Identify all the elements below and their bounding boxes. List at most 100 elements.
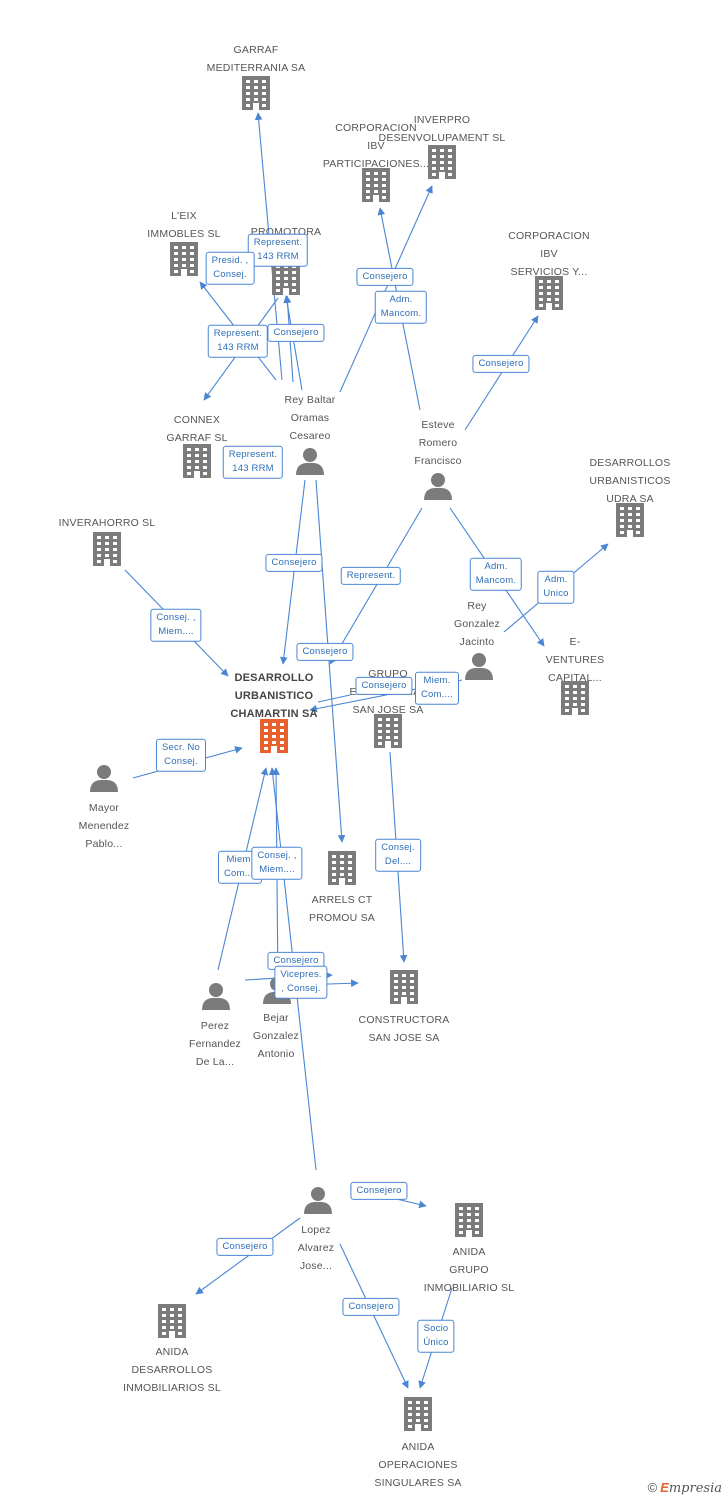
building-icon-corp_ibv_part[interactable] (362, 168, 390, 202)
relation-tag[interactable]: Secr. No Consej. (155, 738, 207, 772)
building-icon-promotora[interactable] (272, 261, 300, 295)
node-label-garraf[interactable]: GARRAF MEDITERRANIA SA (207, 40, 306, 76)
node-label-esteve[interactable]: Esteve Romero Francisco (414, 415, 461, 469)
building-icon-constructora[interactable] (390, 970, 418, 1004)
relation-tag[interactable]: Consejero (342, 1297, 400, 1317)
relation-tag[interactable]: Consej. Del.... (375, 838, 421, 872)
person-icon-rey_gonzalez[interactable] (465, 653, 493, 680)
building-icon-connex[interactable] (183, 444, 211, 478)
brand-name: mpresia (668, 1481, 722, 1496)
relation-tag[interactable]: Presid. , Consej. (205, 251, 255, 285)
brand-initial: E (660, 1480, 669, 1495)
relation-tag[interactable]: Adm. Mancom. (374, 290, 428, 324)
building-icon-arrels[interactable] (328, 851, 356, 885)
relation-tag[interactable]: Consej. , Miem.... (150, 608, 202, 642)
node-label-inverahorro[interactable]: INVERAHORRO SL (59, 513, 156, 531)
node-label-anida_ops[interactable]: ANIDA OPERACIONES SINGULARES SA (374, 1437, 461, 1491)
node-label-corp_ibv_part[interactable]: CORPORACION IBV PARTICIPACIONES... (323, 118, 429, 172)
building-icon-anida_grupo[interactable] (455, 1203, 483, 1237)
node-label-rey_gonzalez[interactable]: Rey Gonzalez Jacinto (454, 596, 500, 650)
person-icon-perez[interactable] (202, 983, 230, 1010)
relation-tag[interactable]: Represent. 143 RRM (222, 445, 284, 479)
node-name: ANIDA DESARROLLOS INMOBILIARIOS SL (123, 1346, 221, 1394)
relation-tag[interactable]: Consejero (296, 642, 354, 662)
node-label-corp_ibv_serv[interactable]: CORPORACION IBV SERVICIOS Y... (508, 226, 590, 280)
building-icon-inverahorro[interactable] (93, 532, 121, 566)
building-icon-inverpro[interactable] (428, 145, 456, 179)
node-name: DESARROLLOS URBANISTICOS UDRA SA (589, 457, 671, 505)
node-name: Lopez Alvarez Jose... (297, 1224, 335, 1272)
person-icon-mayor[interactable] (90, 765, 118, 792)
node-name: CORPORACION IBV PARTICIPACIONES... (322, 122, 430, 170)
relation-edge (339, 1243, 409, 1389)
relation-tag[interactable]: Miem. Com.... (414, 671, 460, 705)
person-icon-rey_baltar[interactable] (296, 448, 324, 475)
relation-tag[interactable]: Consejero (350, 1181, 408, 1201)
relation-tag[interactable]: Consejero (267, 323, 325, 343)
relation-tag[interactable]: Consej. , Miem.... (251, 846, 303, 880)
node-name: INVERAHORRO SL (58, 517, 156, 529)
node-name: L'EIX IMMOBLES SL (147, 210, 221, 240)
node-name: ANIDA GRUPO INMOBILIARIO SL (423, 1246, 515, 1294)
relation-tag[interactable]: Consejero (265, 553, 323, 573)
building-icon-leix[interactable] (170, 242, 198, 276)
relation-tag[interactable]: Adm. Mancom. (469, 557, 523, 591)
relation-edge (317, 694, 351, 703)
relation-tag[interactable]: Vicepres. , Consej. (274, 965, 328, 999)
node-name: CONSTRUCTORA SAN JOSE SA (358, 1014, 450, 1044)
building-icon-eventures[interactable] (561, 681, 589, 715)
relation-tag[interactable]: Represent. (340, 566, 402, 586)
person-icon-esteve[interactable] (424, 473, 452, 500)
node-label-udra[interactable]: DESARROLLOS URBANISTICOS UDRA SA (589, 453, 670, 507)
relation-tag[interactable]: Consejero (472, 354, 530, 374)
relation-tag[interactable]: Adm. Unico (537, 570, 575, 604)
building-icon-grupo_sj[interactable] (374, 714, 402, 748)
node-label-leix[interactable]: L'EIX IMMOBLES SL (147, 206, 220, 242)
node-name: INVERPRO DESENVOLUPAMENT SL (378, 114, 506, 144)
node-label-eventures[interactable]: E- VENTURES CAPITAL... (546, 632, 605, 686)
node-name: GARRAF MEDITERRANIA SA (206, 44, 306, 74)
node-label-lopez[interactable]: Lopez Alvarez Jose... (298, 1220, 334, 1274)
node-name: Rey Gonzalez Jacinto (454, 600, 500, 648)
relation-edge (279, 479, 306, 665)
node-label-constructora[interactable]: CONSTRUCTORA SAN JOSE SA (359, 1010, 450, 1046)
relation-tag[interactable]: Socio Único (417, 1319, 455, 1353)
node-name: ANIDA OPERACIONES SINGULARES SA (374, 1441, 462, 1489)
node-label-anida_des[interactable]: ANIDA DESARROLLOS INMOBILIARIOS SL (123, 1342, 221, 1396)
node-label-focus[interactable]: DESARROLLO URBANISTICO CHAMARTIN SA (230, 668, 317, 722)
node-label-arrels[interactable]: ARRELS CT PROMOU SA (309, 890, 375, 926)
relation-tag[interactable]: Represent. 143 RRM (247, 233, 309, 267)
building-icon-garraf[interactable] (242, 76, 270, 110)
node-label-connex[interactable]: CONNEX GARRAF SL (166, 410, 227, 446)
relation-tag[interactable]: Consejero (216, 1237, 274, 1257)
relation-edge (329, 507, 423, 665)
building-icon-focus[interactable] (260, 719, 288, 753)
relation-edge (283, 295, 303, 391)
node-name: E- VENTURES CAPITAL... (545, 636, 605, 684)
building-icon-udra[interactable] (616, 503, 644, 537)
relation-tag[interactable]: Consejero (355, 676, 413, 696)
node-label-rey_baltar[interactable]: Rey Baltar Oramas Cesareo (284, 390, 335, 444)
node-label-anida_grupo[interactable]: ANIDA GRUPO INMOBILIARIO SL (424, 1242, 515, 1296)
node-label-perez[interactable]: Perez Fernandez De La... (189, 1016, 241, 1070)
node-name: DESARROLLO URBANISTICO CHAMARTIN SA (230, 672, 318, 720)
node-name: CONNEX GARRAF SL (166, 414, 228, 444)
relation-edge (464, 315, 539, 431)
relation-edge (315, 479, 346, 843)
building-icon-anida_ops[interactable] (404, 1397, 432, 1431)
node-name: Rey Baltar Oramas Cesareo (284, 394, 336, 442)
relation-edge (339, 185, 433, 393)
relation-tag[interactable]: Consejero (356, 267, 414, 287)
node-name: Mayor Menendez Pablo... (78, 802, 130, 850)
node-label-bejar[interactable]: Bejar Gonzalez Antonio (253, 1008, 299, 1062)
building-icon-anida_des[interactable] (158, 1304, 186, 1338)
building-icon-corp_ibv_serv[interactable] (535, 276, 563, 310)
node-label-inverpro[interactable]: INVERPRO DESENVOLUPAMENT SL (379, 110, 506, 146)
node-name: Esteve Romero Francisco (414, 419, 462, 467)
person-icon-lopez[interactable] (304, 1187, 332, 1214)
relation-tag[interactable]: Represent. 143 RRM (207, 324, 269, 358)
node-name: Bejar Gonzalez Antonio (253, 1012, 299, 1060)
node-label-mayor[interactable]: Mayor Menendez Pablo... (79, 798, 130, 852)
